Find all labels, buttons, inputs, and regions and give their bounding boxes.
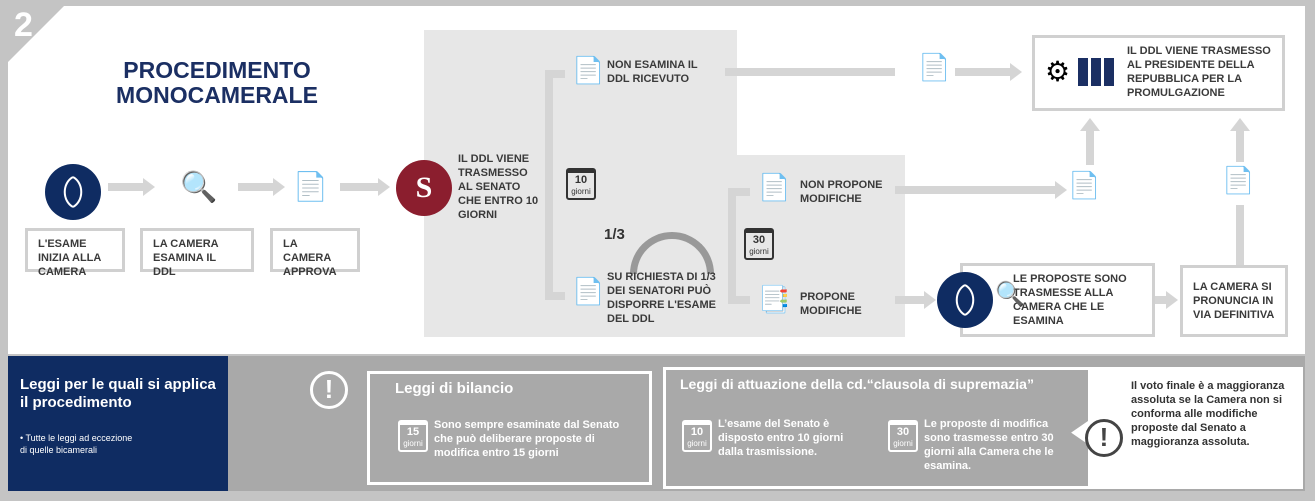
cal-unit: giorni	[687, 439, 707, 448]
applies-bullet: • Tutte le leggi ad eccezione di quelle …	[20, 433, 133, 455]
arrow-head	[143, 178, 155, 196]
arrow-head	[273, 178, 285, 196]
president-box: IL DDL VIENE TRASMESSO AL PRESIDENTE DEL…	[1032, 35, 1285, 111]
arrow-head	[1010, 63, 1022, 81]
final-box: LA CAMERA SI PRONUNCIA IN VIA DEFINITIVA	[1180, 265, 1288, 337]
arrow	[895, 296, 925, 304]
step-camera-esamina: LA CAMERA ESAMINA IL DDL	[140, 228, 254, 278]
arrow	[340, 183, 378, 191]
request-text: SU RICHIESTA DI 1/3 DEI SENATORI PUÒ DIS…	[607, 271, 716, 325]
arrow	[728, 296, 750, 304]
senate-panel-ext	[737, 155, 905, 337]
arrow	[1155, 296, 1167, 304]
arrow-head	[1230, 118, 1250, 131]
arrow	[1086, 130, 1094, 165]
arrow-head	[1055, 181, 1067, 199]
cal-num: 10	[574, 174, 588, 186]
arrow	[895, 186, 1055, 194]
cal-num: 30	[752, 234, 766, 246]
arrow	[728, 188, 750, 196]
applies-box: Leggi per le quali si applica il procedi…	[8, 356, 228, 491]
fraction-label: 1/3	[604, 226, 625, 243]
republic-emblem-icon: ⚙	[1045, 56, 1071, 87]
document-approve-icon: 📄	[1068, 170, 1101, 200]
books-icon	[1078, 58, 1114, 86]
arrow	[238, 183, 273, 191]
cal-unit: giorni	[403, 439, 423, 448]
senate-transmit-text: IL DDL VIENE TRASMESSO AL SENATO CHE ENT…	[458, 153, 539, 221]
step-corner	[0, 0, 70, 70]
document-icon: 📄	[758, 172, 791, 202]
warning-icon: !	[1085, 419, 1123, 457]
cal-num: 10	[690, 426, 704, 438]
transmitted-text: LE PROPOSTE SONO TRASMESSE ALLA CAMERA C…	[1013, 273, 1127, 327]
documents-edit-icon: 📑	[758, 284, 791, 314]
majority-note: Il voto finale è a maggioranza assoluta …	[1131, 380, 1285, 448]
supremazia-panel: Leggi di attuazione della cd.“clausola d…	[666, 370, 1088, 486]
camera-logo-icon	[937, 272, 993, 328]
document-approve-icon: 📄	[918, 52, 951, 82]
step-camera-approva: LA CAMERA APPROVA	[270, 228, 360, 278]
supremazia-text-1: L’esame del Senato è disposto entro 10 g…	[718, 418, 844, 458]
arrow-head	[378, 178, 390, 196]
camera-logo-icon	[45, 164, 101, 220]
cal-unit: giorni	[893, 439, 913, 448]
supremazia-title: Leggi di attuazione della cd.“clausola d…	[680, 376, 1034, 392]
arrow-head	[924, 291, 936, 309]
warning-icon: !	[310, 371, 348, 409]
arrow	[1236, 205, 1244, 265]
document-search-icon: 🔍	[180, 171, 218, 204]
arrow-head	[1166, 291, 1178, 309]
president-text: IL DDL VIENE TRASMESSO AL PRESIDENTE DEL…	[1127, 45, 1271, 99]
proposes-text: PROPONE MODIFICHE	[800, 291, 862, 317]
branch-line	[545, 70, 553, 298]
title-line: PROCEDIMENTO	[123, 57, 311, 83]
cal-num: 30	[896, 426, 910, 438]
arrow-head	[1080, 118, 1100, 131]
bilancio-title: Leggi di bilancio	[395, 380, 514, 397]
arrow	[545, 70, 565, 78]
senate-panel	[424, 30, 737, 337]
cal-unit: giorni	[749, 247, 769, 256]
arrow	[725, 68, 895, 76]
cal-unit: giorni	[571, 187, 591, 196]
step-number: 2	[14, 6, 33, 44]
arrow	[1236, 130, 1244, 162]
senate-logo-icon: S	[396, 160, 452, 216]
cal-num: 15	[406, 426, 420, 438]
arrow	[108, 183, 143, 191]
applies-heading: Leggi per le quali si applica il procedi…	[20, 376, 216, 411]
arrow	[955, 68, 1010, 76]
document-reject-icon: 📄	[572, 55, 605, 85]
not-examine-text: NON ESAMINA IL DDL RICEVUTO	[607, 59, 698, 85]
document-search-icon: 🔍	[995, 281, 1025, 308]
bilancio-text: Sono sempre esaminate dal Senato che può…	[434, 419, 620, 459]
branch-line	[728, 188, 736, 303]
document-approve-icon: 📄	[293, 171, 328, 202]
title-line: MONOCAMERALE	[116, 82, 318, 108]
step-esame-inizia: L'ESAME INIZIA ALLA CAMERA	[25, 228, 125, 278]
no-changes-text: NON PROPONE MODIFICHE	[800, 179, 883, 205]
arrow	[545, 292, 565, 300]
document-check-icon: 📄	[1222, 165, 1255, 195]
supremazia-text-2: Le proposte di modifica sono trasmesse e…	[924, 418, 1054, 472]
document-vote-icon: 📄	[572, 276, 605, 306]
